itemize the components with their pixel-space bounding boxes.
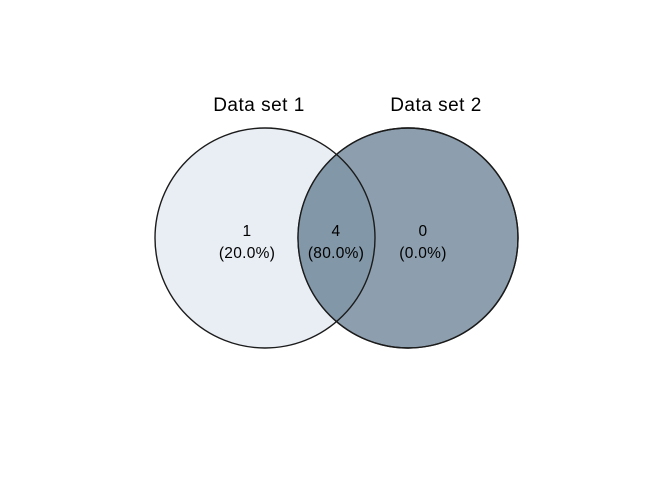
set2-title: Data set 2 xyxy=(390,95,482,116)
intersection-count: 4 xyxy=(332,223,341,240)
intersection-region xyxy=(298,128,376,348)
set2-only-count: 0 xyxy=(419,223,428,240)
set2-circle-outline xyxy=(297,127,519,349)
set1-only-percent: (20.0%) xyxy=(219,245,275,262)
venn-diagram: Data set 1 Data set 2 1 (20.0%) 4 (80.0%… xyxy=(154,95,519,349)
set1-title: Data set 1 xyxy=(213,95,305,116)
set1-only-count: 1 xyxy=(243,223,252,240)
set2-only-percent: (0.0%) xyxy=(399,245,446,262)
intersection-percent: (80.0%) xyxy=(308,245,364,262)
